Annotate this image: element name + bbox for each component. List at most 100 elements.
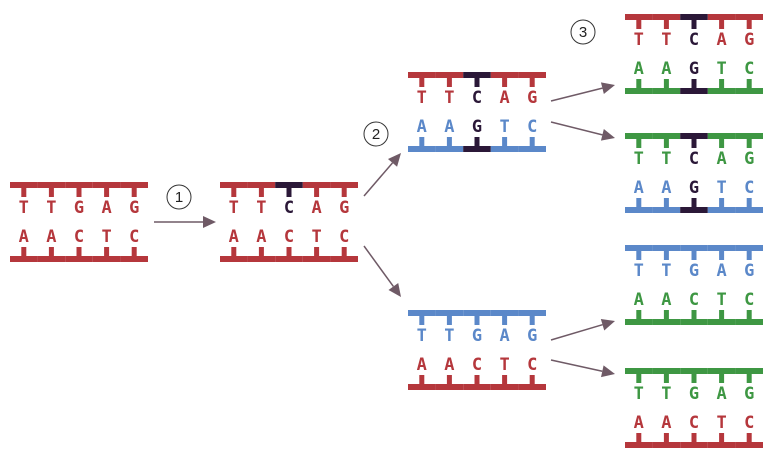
base-tick (746, 433, 752, 442)
backbone-segment (707, 207, 736, 213)
base-tick (719, 251, 725, 260)
base-letter: T (444, 326, 454, 346)
step-2-marker: 2 (363, 121, 389, 147)
backbone-segment (652, 319, 681, 325)
base-letter: C (744, 59, 754, 79)
base-letter: C (284, 198, 294, 218)
base-tick (691, 433, 697, 442)
step-label: 2 (372, 126, 380, 143)
base-tick (746, 20, 752, 29)
base-letter: T (716, 178, 726, 198)
base-letter: A (101, 198, 111, 218)
base-tick (636, 20, 642, 29)
base-tick (663, 139, 669, 148)
base-letter: A (444, 355, 454, 375)
base-letter: A (634, 413, 644, 433)
base-letter: G (689, 384, 699, 404)
base-tick (663, 433, 669, 442)
base-letter: A (634, 59, 644, 79)
step-markers: 123 (166, 19, 596, 210)
step-1-marker: 1 (166, 184, 192, 210)
backbone-segment (490, 146, 519, 152)
base-tick (719, 310, 725, 319)
base-tick (21, 247, 27, 256)
base-letter: C (527, 117, 537, 137)
base-letter: A (417, 117, 427, 137)
backbone-segment (37, 256, 66, 262)
step-label: 1 (175, 189, 183, 206)
base-tick (691, 198, 697, 207)
base-letter: T (229, 198, 239, 218)
base-tick (636, 374, 642, 383)
base-tick (314, 188, 320, 197)
base-tick (502, 316, 508, 325)
backbone-segment (302, 182, 331, 188)
base-letter: T (634, 261, 644, 281)
base-tick (663, 374, 669, 383)
base-tick (419, 316, 425, 325)
backbone-segment (120, 182, 148, 188)
base-tick (258, 188, 264, 197)
arrow (550, 121, 615, 141)
base-letter: T (101, 227, 111, 247)
base-tick (314, 247, 320, 256)
base-tick (746, 310, 752, 319)
backbone-segment (330, 182, 358, 188)
base-tick (48, 247, 54, 256)
backbone-segment (490, 384, 519, 390)
backbone-segment (707, 133, 736, 139)
base-tick (746, 374, 752, 383)
base-letter: C (689, 149, 699, 169)
base-letter: G (74, 198, 84, 218)
base-tick (76, 188, 82, 197)
base-tick (663, 79, 669, 88)
base-letter: T (716, 290, 726, 310)
arrow (550, 318, 615, 341)
base-tick (529, 137, 535, 146)
base-letter: G (129, 198, 139, 218)
backbone-segment (408, 146, 436, 152)
backbone-segment (680, 368, 708, 374)
arrows (154, 82, 615, 378)
base-tick (746, 198, 752, 207)
base-tick (691, 251, 697, 260)
backbone-segment (652, 442, 681, 448)
backbone-segment (680, 133, 708, 139)
base-letter: T (661, 30, 671, 50)
base-letter: A (499, 88, 509, 108)
base-tick (691, 139, 697, 148)
base-tick (636, 433, 642, 442)
backbone-segment (680, 207, 708, 213)
backbone-segment (735, 88, 763, 94)
base-tick (104, 247, 110, 256)
base-tick (663, 198, 669, 207)
base-tick (104, 188, 110, 197)
base-letter: T (444, 88, 454, 108)
base-letter: T (19, 198, 29, 218)
backbone-segment (247, 182, 276, 188)
base-tick (719, 139, 725, 148)
base-tick (529, 375, 535, 384)
backbone-segment (220, 256, 248, 262)
base-letter: G (689, 178, 699, 198)
backbone-segment (735, 368, 763, 374)
base-tick (258, 247, 264, 256)
base-letter: G (744, 149, 754, 169)
base-letter: A (661, 59, 671, 79)
base-letter: T (661, 261, 671, 281)
base-letter: T (634, 384, 644, 404)
base-tick (131, 188, 137, 197)
backbone-segment (652, 207, 681, 213)
